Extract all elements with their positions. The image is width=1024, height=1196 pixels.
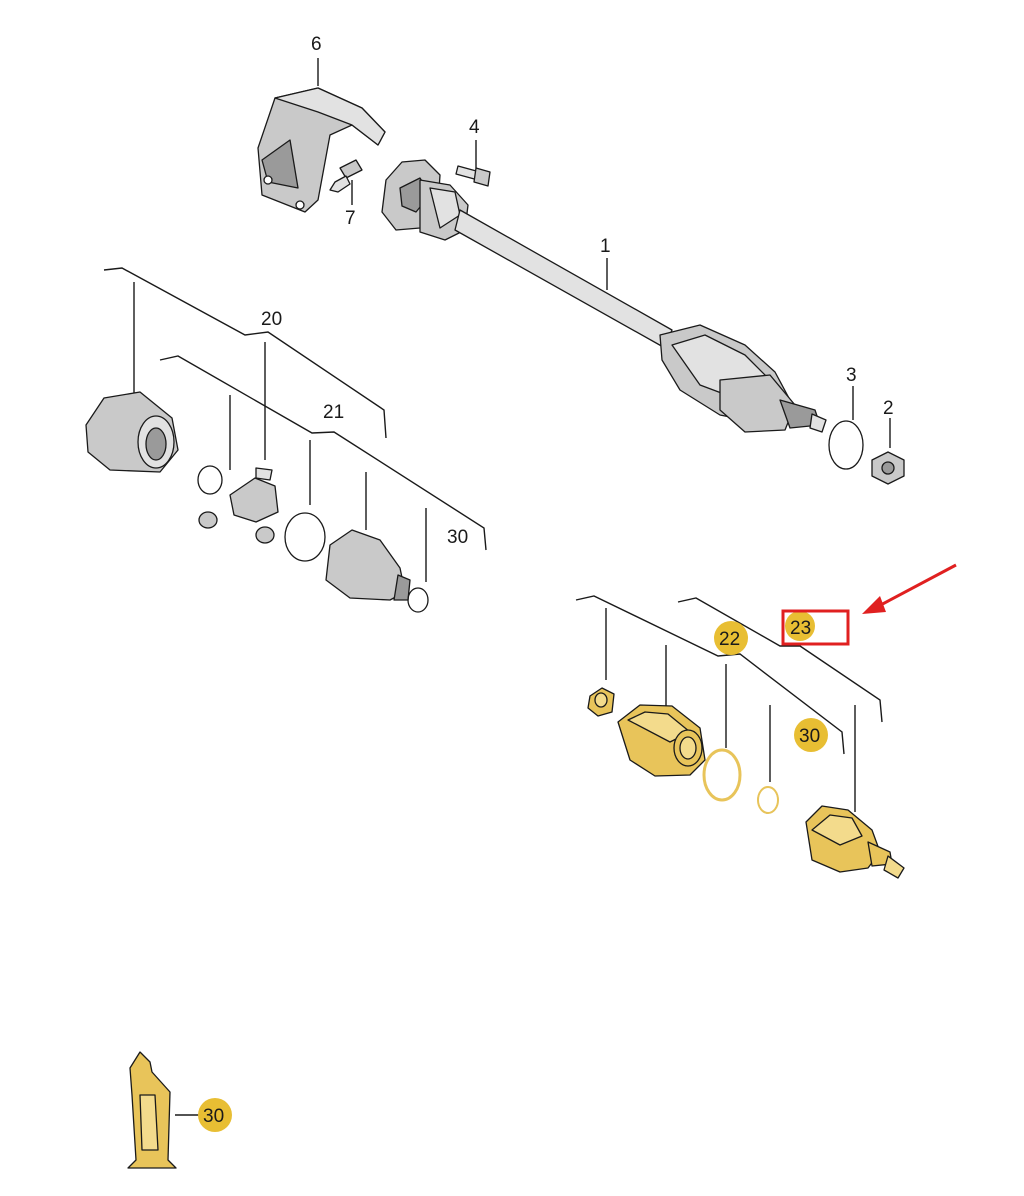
heat-shield-part-6: [257, 87, 386, 213]
ring-yellow: [757, 786, 779, 814]
group-bracket-22: [575, 595, 845, 755]
bolt-part-4: [455, 165, 491, 187]
bolt-part-7: [329, 159, 363, 193]
small-clamp-yellow: [587, 687, 615, 717]
hose-clamp-yellow: [702, 748, 742, 802]
callout-20: 20: [261, 309, 282, 330]
boot-yellow: [617, 704, 706, 777]
callout-21: 21: [323, 402, 344, 423]
hose-clamp-left: [284, 512, 326, 562]
o-ring-part-3: [828, 420, 864, 470]
highlight-23: 23: [781, 609, 850, 646]
joint-housing-part-20: [85, 391, 179, 473]
small-clamp-left: [407, 587, 429, 613]
callout-22: 22: [719, 629, 740, 650]
drive-shaft-part-1: [381, 159, 827, 433]
callout-30-left: 30: [447, 527, 468, 548]
callout-1: 1: [600, 236, 611, 257]
callout-6: 6: [311, 34, 322, 55]
callout-7: 7: [345, 208, 356, 229]
callout-2: 2: [883, 398, 894, 419]
badge-22: 22: [714, 621, 748, 655]
callout-3: 3: [846, 365, 857, 386]
circlip-small-left: [197, 465, 223, 495]
grease-tube-part-30: [127, 1051, 177, 1169]
cv-joint-yellow-part-23: [805, 805, 905, 879]
boot-left: [325, 529, 411, 601]
callout-23: 23: [790, 618, 811, 639]
callout-30-grease: 30: [203, 1106, 224, 1127]
nut-part-2: [871, 451, 905, 485]
highlight-box: [781, 609, 850, 646]
callout-4: 4: [469, 117, 480, 138]
group-bracket-20: [103, 267, 387, 439]
badge-30-right: 30: [794, 718, 828, 752]
red-arrow-icon: [862, 563, 957, 614]
group-bracket-23: [677, 597, 883, 723]
callout-30-right: 30: [799, 726, 820, 747]
ball-cage-part-20: [198, 467, 279, 544]
group-bracket-21: [159, 355, 487, 551]
badge-30-grease: 30: [198, 1098, 232, 1132]
